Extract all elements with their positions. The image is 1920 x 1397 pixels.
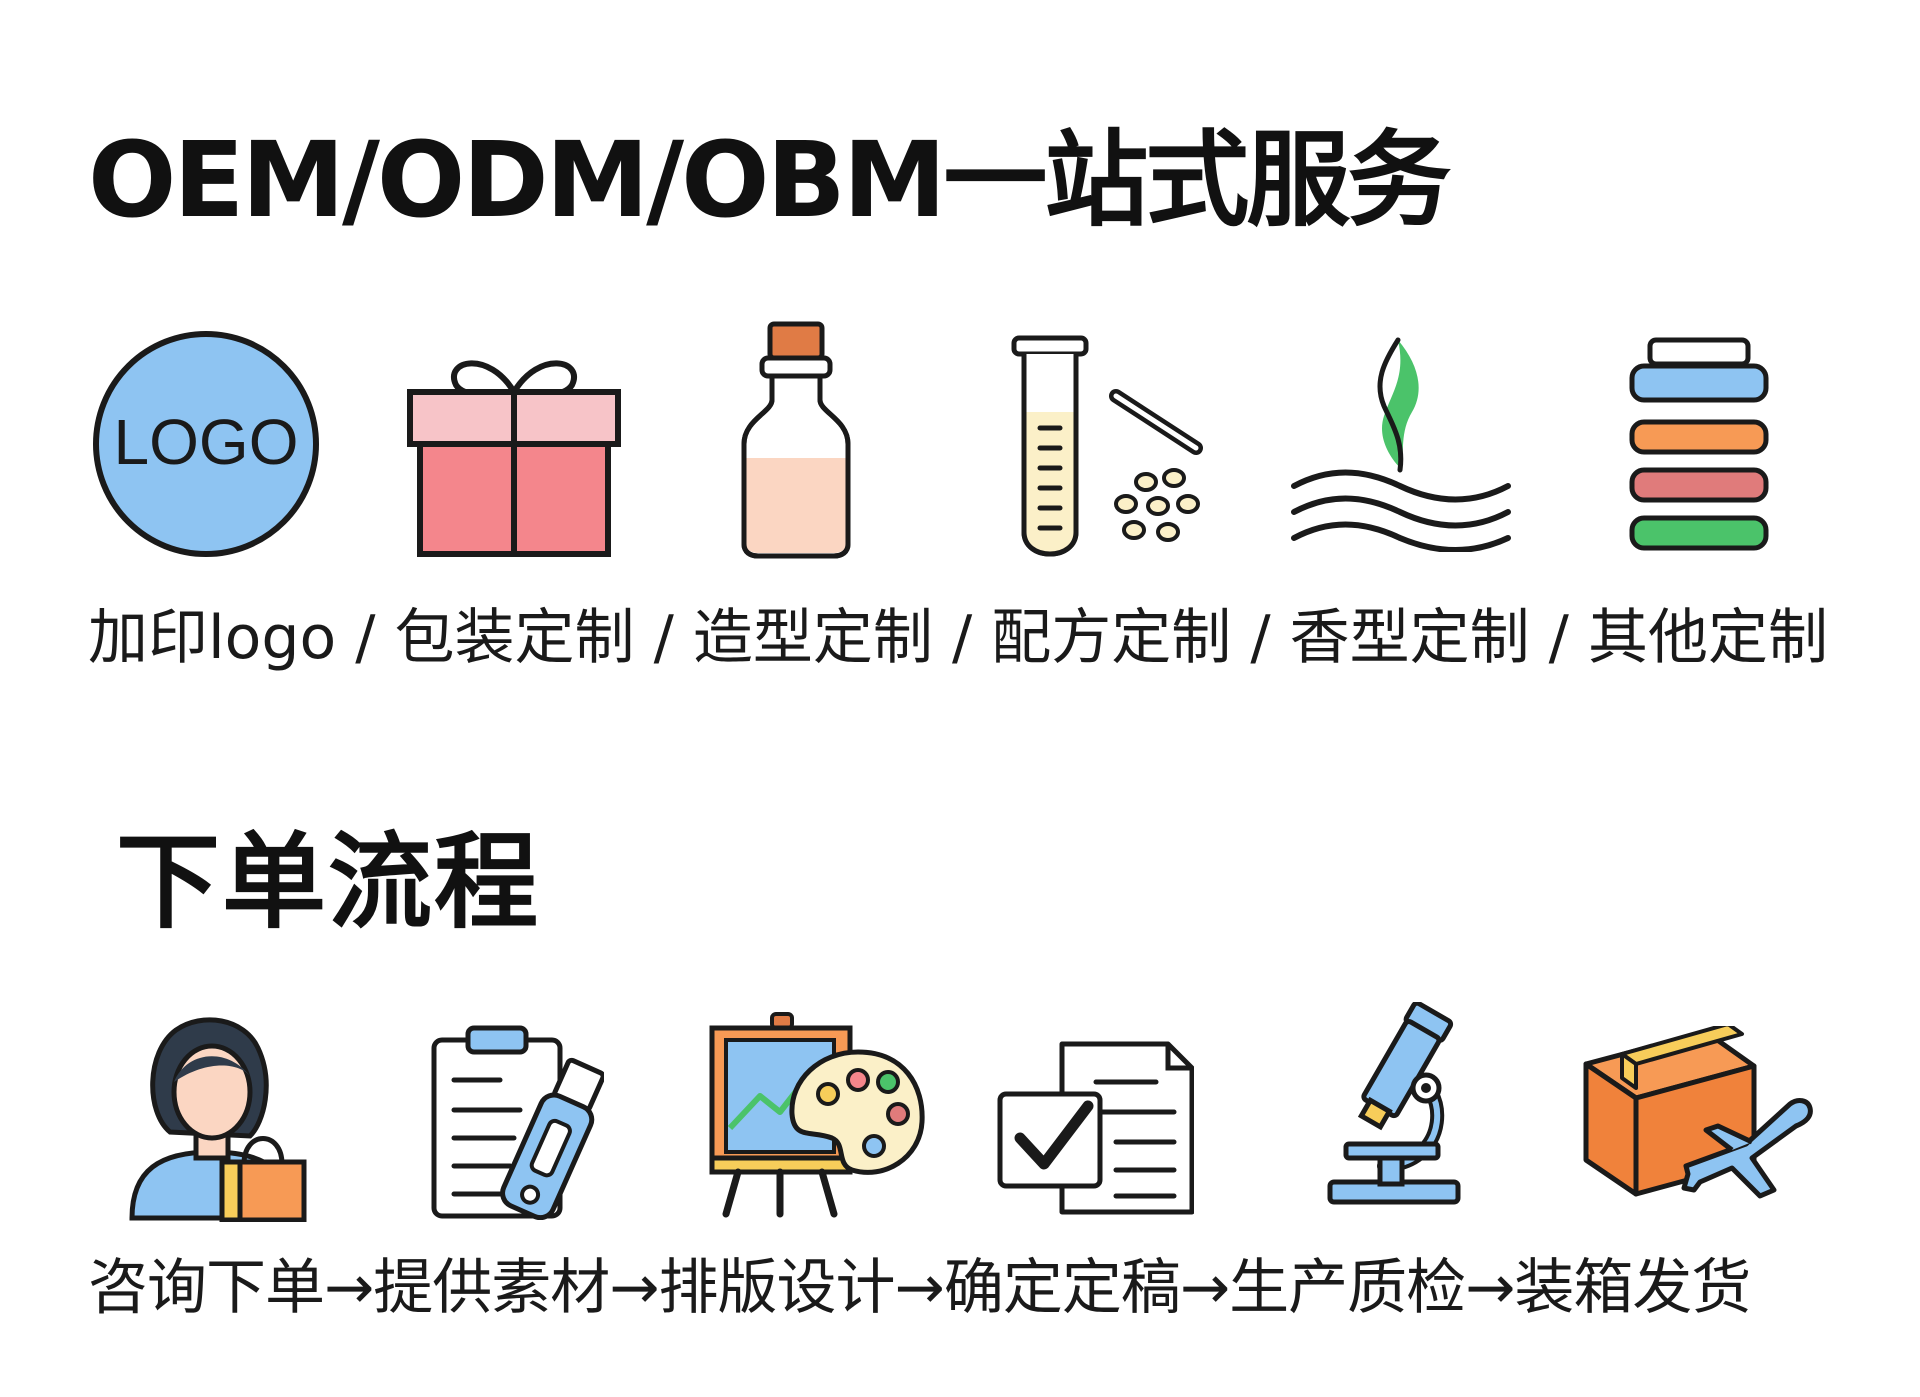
clipboard-usb-icon bbox=[430, 1024, 604, 1220]
services-caption: 加印logo / 包装定制 / 造型定制 / 配方定制 / 香型定制 / 其他定… bbox=[88, 603, 1828, 673]
process-caption: 咨询下单→提供素材→排版设计→确定定稿→生产质检→装箱发货 bbox=[88, 1253, 1751, 1323]
process-title: 下单流程 bbox=[116, 821, 541, 943]
easel-palette-icon bbox=[708, 1012, 926, 1218]
gift-box-icon bbox=[404, 340, 624, 560]
fragrance-icon bbox=[1288, 336, 1514, 552]
services-title: OEM/ODM/OBM一站式服务 bbox=[88, 119, 1451, 241]
bottle-icon bbox=[736, 320, 856, 560]
shipping-box-icon bbox=[1582, 1026, 1816, 1200]
test-tube-icon bbox=[1010, 332, 1210, 560]
microscope-icon bbox=[1326, 1002, 1466, 1206]
layered-stack-icon bbox=[1626, 336, 1772, 554]
logo-badge-text: LOGO bbox=[114, 406, 299, 478]
logo-badge-icon: LOGO bbox=[90, 328, 322, 560]
customer-shopping-icon bbox=[126, 1012, 308, 1222]
document-check-icon bbox=[996, 1040, 1194, 1216]
